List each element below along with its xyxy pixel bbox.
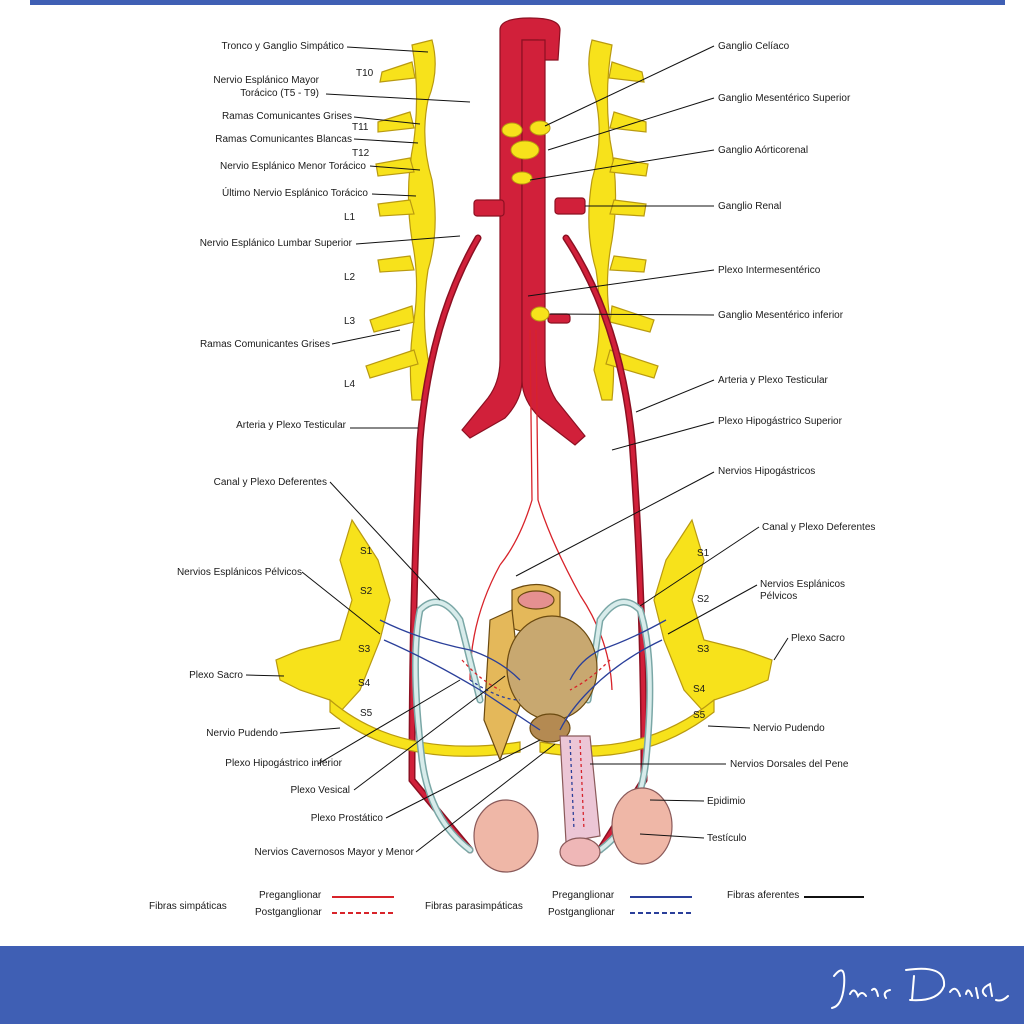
legend-simpaticas: Fibras simpáticas [149, 901, 227, 912]
level-s4-right: S4 [693, 684, 706, 695]
label-nervios-hipo: Nervios Hipogástricos [718, 466, 816, 477]
genitals [473, 735, 673, 873]
label-ramas-grises-2: Ramas Comunicantes Grises [199, 339, 330, 350]
testicular-arteries [408, 234, 648, 854]
level-l4: L4 [344, 379, 356, 390]
label-renal: Ganglio Renal [718, 201, 782, 212]
level-t10: T10 [356, 68, 374, 79]
label-ramas-grises: Ramas Comunicantes Grises [221, 111, 352, 122]
level-t12: T12 [352, 148, 370, 159]
legend-post-simp: Postganglionar [255, 907, 322, 918]
label-arteria-izq: Arteria y Plexo Testicular [236, 420, 346, 431]
top-accent-bar [30, 0, 1005, 5]
bottom-brand-bar [0, 946, 1024, 1024]
level-s1-left: S1 [360, 546, 373, 557]
legend-aferentes: Fibras aferentes [727, 890, 800, 901]
leader-lines-left [245, 46, 556, 853]
label-hipo-sup: Plexo Hipogástrico Superior [718, 416, 842, 427]
right-sympathetic-chain [588, 39, 659, 401]
label-esplanico-menor: Nervio Esplánico Menor Torácico [220, 161, 366, 172]
pelvic-organs [483, 583, 598, 762]
level-s1-right: S1 [697, 548, 710, 559]
level-s5-left: S5 [360, 708, 373, 719]
label-celiaco: Ganglio Celíaco [718, 41, 790, 52]
label-sacro-izq: Plexo Sacro [189, 670, 243, 681]
aorta [461, 17, 586, 446]
label-aorticorenal: Ganglio Aórticorenal [718, 145, 809, 156]
level-s2-right: S2 [697, 594, 710, 605]
label-canal-izq: Canal y Plexo Deferentes [213, 477, 327, 488]
level-s3-right: S3 [697, 644, 710, 655]
legend-lines [332, 896, 864, 914]
label-pelvicos-izq: Nervios Esplánicos Pélvicos [176, 567, 302, 578]
label-pudendo-der: Nervio Pudendo [753, 723, 825, 734]
level-s2-left: S2 [360, 586, 373, 597]
label-hipogastrico-inf: Plexo Hipogástrico inferior [225, 758, 342, 769]
level-s3-left: S3 [358, 644, 371, 655]
postganglionic-red [461, 659, 611, 831]
label-dorsales: Nervios Dorsales del Pene [730, 759, 849, 770]
level-t11: T11 [352, 122, 369, 133]
label-mes-sup: Ganglio Mesentérico Superior [718, 93, 851, 104]
label-esplanico-mayor: Nervio Esplánico Mayor [213, 75, 319, 86]
prevertebral-ganglia [501, 120, 551, 322]
right-sacral-plexus [539, 518, 773, 757]
pelvic-splanchnic-nerves [379, 619, 667, 731]
label-pelvicos-der-2: Pélvicos [760, 591, 798, 602]
label-ramas-blancas: Ramas Comunicantes Blancas [215, 134, 352, 145]
postganglionic-blue [469, 679, 575, 831]
signature-logo [831, 967, 1009, 1009]
level-l3: L3 [344, 316, 356, 327]
label-pudendo-izq: Nervio Pudendo [206, 728, 278, 739]
label-testiculo: Testículo [707, 833, 747, 844]
legend-pre-simp: Preganglionar [259, 890, 322, 901]
label-mes-inf: Ganglio Mesentérico inferior [718, 310, 844, 321]
label-epidimio: Epidimio [707, 796, 746, 807]
label-arteria-der: Arteria y Plexo Testicular [718, 375, 828, 386]
label-esplanico-mayor-rango: Torácico (T5 - T9) [240, 88, 319, 99]
left-sympathetic-chain [365, 39, 436, 401]
label-vesical: Plexo Vesical [290, 785, 350, 796]
label-sacro-der: Plexo Sacro [791, 633, 845, 644]
label-lumbar-superior: Nervio Esplánico Lumbar Superior [199, 238, 352, 249]
leader-lines-right [515, 45, 789, 839]
legend-post-para: Postganglionar [548, 907, 615, 918]
level-l1: L1 [344, 212, 356, 223]
hypogastric-nerves [469, 329, 613, 691]
label-pelvicos-der: Nervios Esplánicos [760, 579, 846, 590]
label-prostatico: Plexo Prostático [310, 813, 383, 824]
legend-pre-para: Preganglionar [552, 890, 615, 901]
label-canal-der: Canal y Plexo Deferentes [762, 522, 876, 533]
label-intermes: Plexo Intermesentérico [718, 265, 821, 276]
level-s5-right: S5 [693, 710, 706, 721]
label-tronco: Tronco y Ganglio Simpático [221, 41, 344, 52]
legend-parasimpaticas: Fibras parasimpáticas [425, 901, 523, 912]
level-s4-left: S4 [358, 678, 371, 689]
label-cavernosos: Nervios Cavernosos Mayor y Menor [254, 847, 415, 858]
level-l2: L2 [344, 272, 356, 283]
label-ultimo-esplanico: Último Nervio Esplánico Torácico [222, 188, 368, 199]
